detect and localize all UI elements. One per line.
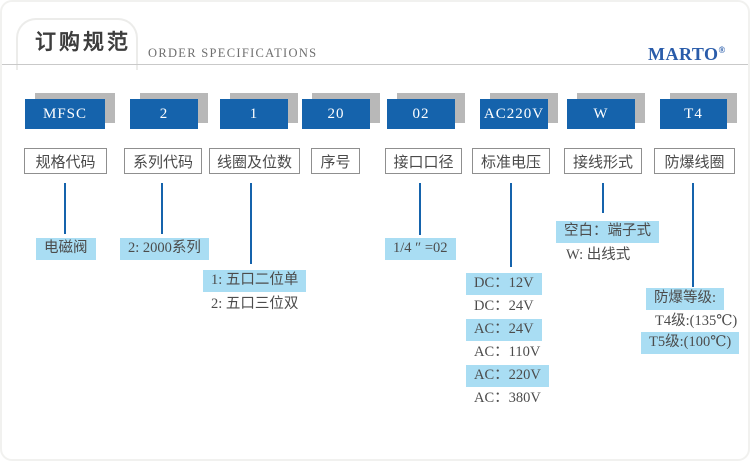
- model-code-box: T4: [660, 99, 727, 129]
- annotation-option-highlighted: AC：220V: [466, 365, 549, 387]
- title-outline-shape: [16, 18, 138, 70]
- annotation-option-highlighted: 防爆等级:: [646, 288, 725, 310]
- annotation-option-highlighted: 1/4 ″ =02: [385, 238, 456, 260]
- connector-line: [602, 183, 604, 213]
- model-code-box: 20: [302, 99, 370, 129]
- header-divider-line: [2, 64, 748, 65]
- model-code-box: 02: [387, 99, 455, 129]
- connector-line: [161, 183, 163, 234]
- annotation-option-highlighted: 2: 2000系列: [120, 238, 209, 260]
- field-label-box: 接口口径: [385, 148, 462, 174]
- connector-line: [250, 183, 252, 264]
- model-code-box: AC220V: [480, 99, 548, 129]
- annotation-option-highlighted: T5级:(100℃): [641, 332, 740, 354]
- field-label-box: 防爆线圈: [654, 148, 735, 174]
- field-label-box: 序号: [311, 148, 360, 174]
- connector-line: [64, 183, 66, 234]
- model-code-box: W: [567, 99, 635, 129]
- field-label-box: 接线形式: [564, 148, 642, 174]
- annotation-option-highlighted: 空白：端子式: [556, 221, 659, 243]
- connector-line: [692, 183, 694, 287]
- brand-name: MARTO: [648, 44, 719, 64]
- annotation-option-highlighted: 1: 五口二位单: [203, 270, 307, 292]
- annotation-option: DC：24V: [474, 298, 534, 314]
- connector-line: [419, 183, 421, 235]
- field-label-box: 线圈及位数: [209, 148, 300, 174]
- annotation-option: AC：380V: [474, 390, 541, 406]
- annotation-option: AC：110V: [474, 344, 541, 360]
- field-label-box: 规格代码: [24, 148, 107, 174]
- annotation-option: 2: 五口三位双: [211, 296, 299, 312]
- field-label-box: 标准电压: [472, 148, 550, 174]
- page-title-english: ORDER SPECIFICATIONS: [148, 46, 318, 60]
- annotation-option-highlighted: DC：12V: [466, 273, 542, 295]
- model-code-box: MFSC: [25, 99, 105, 129]
- annotation-option-highlighted: AC：24V: [466, 319, 542, 341]
- page-title-chinese: 订购规范: [35, 30, 131, 54]
- annotation-option: W: 出线式: [566, 247, 631, 263]
- registered-trademark-mark: ®: [718, 45, 726, 55]
- brand-logo: MARTO®: [648, 44, 726, 65]
- connector-line: [510, 183, 512, 267]
- annotation-option: T4级:(135℃): [655, 313, 738, 329]
- model-code-box: 2: [130, 99, 198, 129]
- annotation-option-highlighted: 电磁阀: [36, 238, 96, 260]
- model-code-box: 1: [220, 99, 288, 129]
- field-label-box: 系列代码: [124, 148, 202, 174]
